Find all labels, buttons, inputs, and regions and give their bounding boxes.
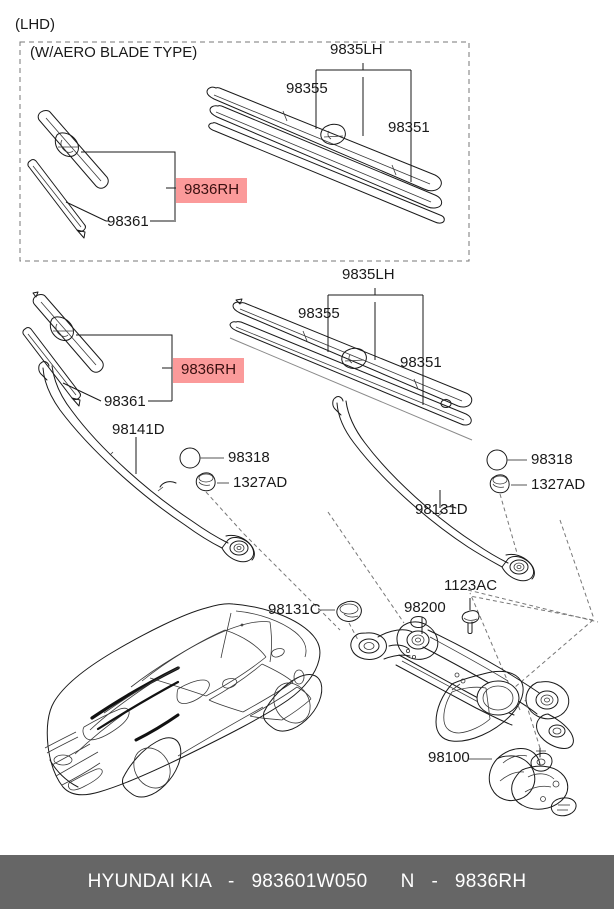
label-98131c: 98131C <box>268 601 321 618</box>
label-98351-conventional: 98351 <box>400 354 442 371</box>
conventional-rh-bracket <box>62 334 173 402</box>
footer-dash-2: - <box>431 871 439 892</box>
bolt-1123ac-group <box>461 598 480 634</box>
label-98361-aero: 98361 <box>107 213 149 230</box>
cap-nut-right-group <box>486 449 527 554</box>
label-98351-aero: 98351 <box>388 119 430 136</box>
footer-dash-1: - <box>228 871 235 892</box>
cap-98318-right <box>486 449 508 471</box>
wiper-arm-driver-artwork <box>38 361 255 563</box>
wiper-linkage-assembly-artwork <box>350 616 574 749</box>
label-98131d: 98131D <box>415 501 468 518</box>
footer-bar: HYUNDAI KIA - 983601W050 N - 9836RH <box>0 855 614 909</box>
arm-cap-98131c-group <box>318 600 362 641</box>
wiper-arm-passenger-artwork <box>332 396 535 582</box>
cap-nut-left-group <box>179 447 245 535</box>
label-98200: 98200 <box>404 599 446 616</box>
aero-lh-label-brackets <box>315 63 412 182</box>
label-1123ac: 1123AC <box>444 577 498 594</box>
footer-prefix: N <box>400 871 415 892</box>
footer-part-number: 983601W050 <box>251 871 368 892</box>
highlight-9836rh-aero: 9836RH <box>176 178 248 203</box>
label-98355-aero: 98355 <box>286 80 328 97</box>
conventional-blade-rh-artwork <box>22 291 104 407</box>
label-1327ad-right: 1327AD <box>531 476 586 493</box>
conventional-blade-lh-artwork <box>229 298 473 441</box>
label-98141d: 98141D <box>112 421 165 438</box>
footer-ref-code: 9836RH <box>454 871 527 892</box>
aero-blade-lh-artwork <box>206 86 445 224</box>
highlight-9836rh-conventional: 9836RH <box>173 358 245 383</box>
label-9835lh-aero: 9835LH <box>330 41 383 58</box>
footer-brand: HYUNDAI KIA <box>87 871 212 892</box>
label-9835lh-conventional: 9835LH <box>342 266 395 283</box>
label-aero-blade-type: (W/AERO BLADE TYPE) <box>30 44 198 61</box>
conventional-lh-label-brackets <box>327 288 424 405</box>
label-98318-left: 98318 <box>228 449 270 466</box>
label-98361-conventional: 98361 <box>104 393 146 410</box>
label-98355-conventional: 98355 <box>298 305 340 322</box>
label-1327ad-left: 1327AD <box>233 474 288 491</box>
vehicle-illustration <box>44 603 323 798</box>
aero-rh-bracket <box>65 151 176 222</box>
label-98318-right: 98318 <box>531 451 573 468</box>
cap-98318-left <box>179 447 201 469</box>
footer-text: HYUNDAI KIA - 983601W050 N - 9836RH <box>88 871 527 893</box>
label-98100: 98100 <box>428 749 470 766</box>
aero-section-dashed-border <box>19 41 470 262</box>
aero-blade-rh-artwork <box>27 110 109 239</box>
label-drive-side: (LHD) <box>15 16 55 33</box>
wiper-motor-artwork <box>468 699 577 817</box>
